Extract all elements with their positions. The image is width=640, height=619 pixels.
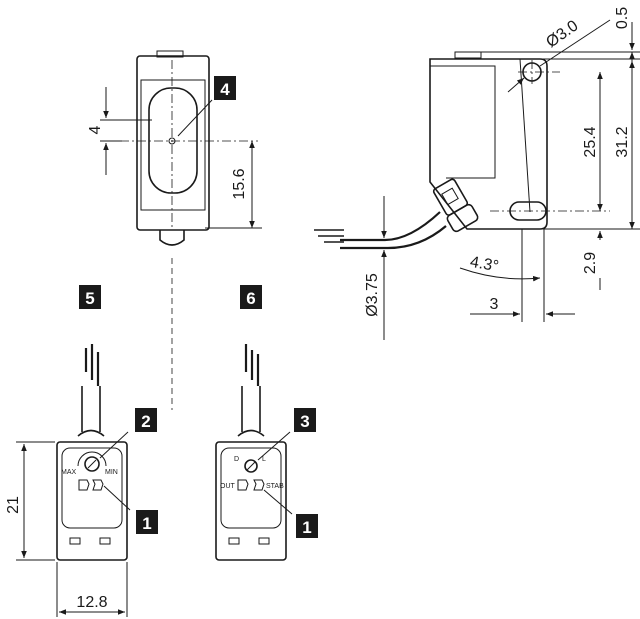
led-indicator-icon [78,479,104,491]
dim-2-9-label: 2.9 [582,252,599,274]
hole-leader [507,77,525,93]
rear-housing [215,441,287,561]
cable-lower [340,225,447,250]
badge-3 [294,408,316,432]
rear-slot [258,537,270,545]
badge-1-right [296,514,318,538]
front-lens [148,87,198,194]
rear-panel [220,447,282,529]
side-view: 25.4 31.2 0.5 2.9 Ø3.0 Ø3.75 4.3° 3 [314,7,640,340]
label-min: MIN [105,469,118,476]
dim-0-5-label: 0.5 [614,7,631,29]
label-max: MAX [61,469,77,476]
dim-angle-label: 4.3° [469,254,500,276]
callout-line [263,489,293,515]
dim-3-label: 3 [490,296,499,313]
dim-cable-label: Ø3.75 [364,273,381,317]
rear-slot [99,537,111,545]
mode-switch-icon[interactable] [244,459,258,473]
badge-6 [240,285,262,309]
dim-31-2-label: 31.2 [614,126,631,157]
dim-21-label: 21 [5,496,22,514]
rear-panel [61,447,123,529]
cable-gland [77,429,105,437]
badge-2 [135,408,157,432]
cable-upper [340,211,441,242]
angle-arc [459,267,541,282]
hole-leader [539,19,611,67]
front-housing [136,55,210,231]
label-d: D [234,456,239,463]
potentiometer-range-arc [77,451,107,467]
side-front-body [430,65,496,179]
wire [244,344,260,386]
dim-15-6-label: 15.6 [231,168,248,199]
front-top-tab [156,50,184,58]
callout-line [99,431,129,459]
side-top-tab [454,51,482,59]
callout-line [177,99,213,137]
label-l: L [262,456,266,463]
callout-line [257,431,291,461]
badge-1-right-label: 1 [302,518,311,537]
rear-slot [69,537,81,545]
dim-4-label: 4 [87,125,104,134]
front-view: 4 15.6 4 [87,50,262,410]
label-out: OUT [220,483,236,490]
cable [81,386,101,432]
rear-slot [228,537,240,545]
badge-4 [214,76,236,100]
dim-12-8-label: 12.8 [76,594,107,611]
side-slope-line [519,58,531,213]
led-indicator-icon [237,479,265,491]
label-stab: STAB [266,483,284,490]
cable [241,386,261,432]
badge-5 [79,285,101,309]
potentiometer-icon[interactable] [84,456,100,472]
cable-gland [237,429,265,437]
wire [84,344,100,386]
badge-2-label: 2 [141,412,150,431]
front-led [159,230,185,246]
dim-25-4-label: 25.4 [582,126,599,157]
badge-5-label: 5 [85,289,94,308]
badge-1-left-label: 1 [142,514,151,533]
rear-housing [56,441,128,561]
badge-4-label: 4 [220,80,230,99]
badge-6-label: 6 [246,289,255,308]
rear-view-switch: D L OUT STAB 3 1 [215,344,318,561]
badge-3-label: 3 [300,412,309,431]
badge-1-left [136,510,158,534]
dim-hole-label: Ø3.0 [543,17,581,51]
rear-view-potentiometer: MAX MIN 2 1 21 12.8 [5,344,158,617]
cable-gland [432,178,479,233]
callout-line [103,485,131,511]
front-window [140,79,206,211]
